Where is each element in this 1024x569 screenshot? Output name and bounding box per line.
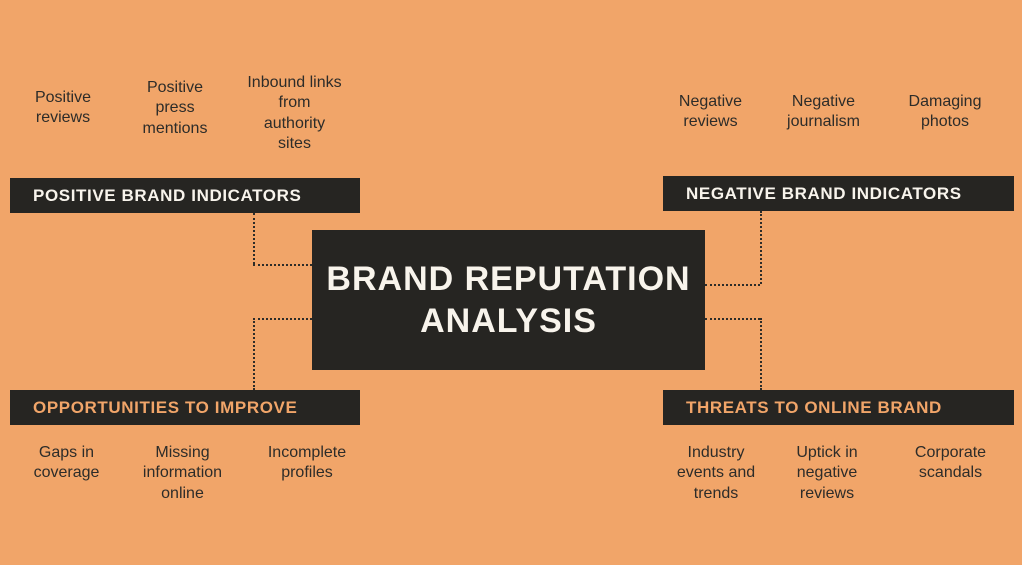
opportunities-to-improve-label: OPPORTUNITIES TO IMPROVE [33,397,298,417]
opportunities-item-missing-info: Missing information online [142,444,223,502]
threats-item-industry-events: Industry events and trends [676,444,756,502]
connector-bottom-left-vertical [253,318,255,390]
page-edge-right [1022,0,1024,569]
negative-item-journalism: Negative journalism [787,93,860,131]
positive-item-press-mentions: Positive press mentions [142,79,208,137]
positive-item-reviews: Positive reviews [34,89,92,127]
page-title-line2: ANALYSIS [420,302,597,340]
negative-brand-indicators-header: NEGATIVE BRAND INDICATORS [663,176,1014,211]
connector-bottom-right-horizontal [705,318,760,320]
connector-top-right-horizontal [705,284,760,286]
threats-item-corporate-scandals: Corporate scandals [914,444,987,482]
connector-top-right-vertical [760,211,762,284]
page-edge-bottom [0,565,1024,569]
threats-to-online-brand-header: THREATS TO ONLINE BRAND [663,390,1014,425]
positive-brand-indicators-header: POSITIVE BRAND INDICATORS [10,178,360,213]
connector-top-left-horizontal [253,264,312,266]
negative-item-reviews: Negative reviews [678,93,743,131]
positive-brand-indicators-label: POSITIVE BRAND INDICATORS [33,185,302,205]
negative-brand-indicators-label: NEGATIVE BRAND INDICATORS [686,183,962,203]
connector-bottom-right-vertical [760,318,762,390]
threats-to-online-brand-label: THREATS TO ONLINE BRAND [686,397,942,417]
opportunities-item-gaps: Gaps in coverage [33,444,100,482]
negative-item-damaging-photos: Damaging photos [908,93,982,131]
connector-bottom-left-horizontal [253,318,312,320]
opportunities-to-improve-header: OPPORTUNITIES TO IMPROVE [10,390,360,425]
positive-item-inbound-links: Inbound links from authority sites [247,74,342,153]
connector-top-left-vertical [253,213,255,264]
page-title-line1: BRAND REPUTATION [326,259,691,298]
center-title-box: BRAND REPUTATION ANALYSIS [312,230,705,370]
threats-item-uptick-negative: Uptick in negative reviews [796,444,858,502]
opportunities-item-incomplete-profiles: Incomplete profiles [267,444,347,482]
